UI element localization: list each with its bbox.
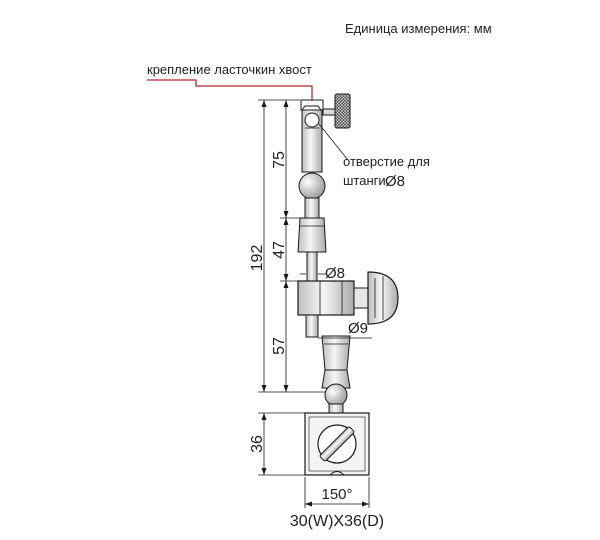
dim-middle-arm: 47 — [271, 241, 288, 259]
central-clamp-block — [297, 280, 355, 316]
units-note: Единица измерения: мм — [345, 21, 492, 36]
rod-hole-diameter: Ø8 — [385, 173, 405, 190]
rod-8mm — [306, 251, 318, 283]
base-switch-lever — [319, 426, 355, 462]
dimension-arrows — [261, 100, 369, 507]
rod-hole-label-line2: штанги — [343, 173, 386, 188]
dim-lower-arm: 57 — [271, 337, 288, 355]
dovetail-mount-label: крепление ласточкин хвост — [147, 62, 312, 77]
lower-ball-joint — [324, 383, 348, 407]
dim-upper-arm: 75 — [271, 151, 288, 169]
clamp-dia-9-label: Ø9 — [348, 320, 368, 337]
dimension-lines — [258, 99, 372, 508]
clamp-dia-8-label: Ø8 — [325, 265, 345, 282]
lower-sleeve — [321, 335, 351, 371]
dovetail-leader-line — [147, 79, 313, 102]
upper-neck — [304, 197, 320, 219]
rod-hole-label-line1: отверстие для — [343, 154, 430, 169]
dim-total-height: 192 — [249, 245, 266, 272]
rod-9mm — [305, 314, 319, 338]
magnetic-base — [304, 412, 370, 476]
rod-hole — [304, 112, 320, 128]
central-clamp-knob — [353, 271, 399, 325]
top-clamp-knob — [322, 93, 351, 129]
upper-ball-joint — [298, 172, 326, 200]
upper-sleeve — [297, 217, 327, 253]
dim-base-height: 36 — [249, 435, 266, 453]
base-size-label: 30(W)X36(D) — [290, 513, 384, 530]
upper-arm — [300, 99, 324, 173]
swivel-angle-label: 150° — [321, 486, 352, 503]
